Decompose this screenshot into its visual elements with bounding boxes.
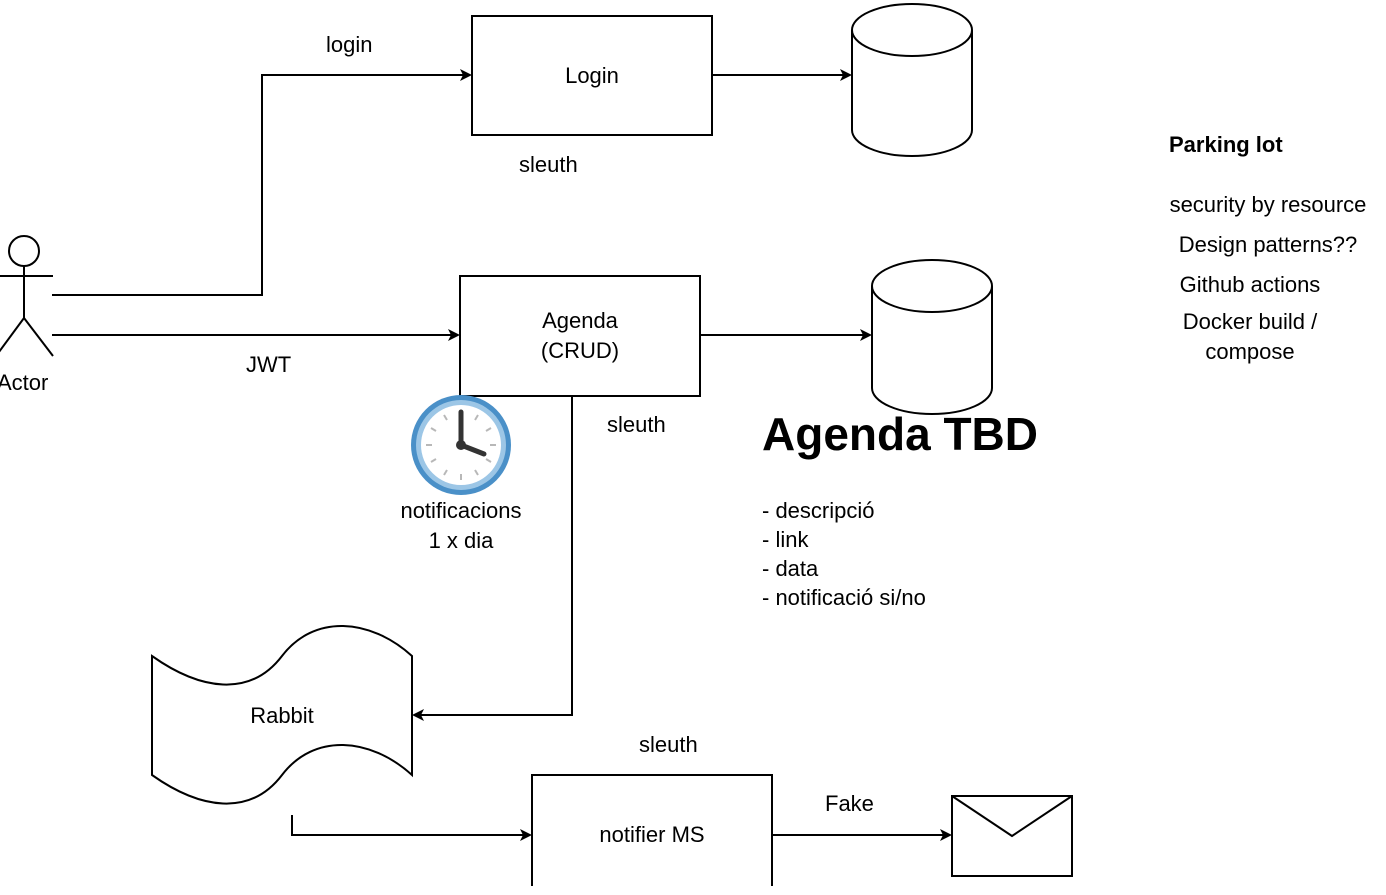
sleuth-label-notifier: sleuth xyxy=(639,732,698,757)
rabbit-text: Rabbit xyxy=(250,702,314,728)
notifier-box xyxy=(531,774,773,886)
agenda-box-label: Agenda (CRUD) xyxy=(460,276,700,396)
mail-envelope-icon xyxy=(951,795,1073,877)
edge-actor-login xyxy=(52,69,472,296)
edge-label-login: login xyxy=(326,32,373,57)
agenda-tbd-title: Agenda TBD xyxy=(762,408,1038,460)
rabbit-queue-shape xyxy=(151,625,413,805)
actor-label: Actor xyxy=(0,370,49,395)
parking-lot-item: Github actions xyxy=(1179,272,1321,297)
edge-agenda-rabbit xyxy=(412,396,573,721)
clock-caption-line2: 1 x dia xyxy=(428,528,494,553)
notifier-box-text: notifier MS xyxy=(599,822,705,847)
agenda-tbd-field: - descripció xyxy=(762,498,875,523)
agenda-tbd-fields: - descripció - link - data - notificació… xyxy=(762,496,926,612)
sleuth-label-agenda: sleuth xyxy=(607,412,666,437)
agenda-box-title: Agenda xyxy=(542,308,618,333)
parking-lot-item: Docker build / xyxy=(1182,309,1318,334)
rabbit-label: Rabbit xyxy=(152,656,412,775)
edge-rabbit-notifier xyxy=(291,815,532,841)
agenda-database xyxy=(871,259,993,415)
notifier-box-label: notifier MS xyxy=(532,775,772,895)
edge-label-fake: Fake xyxy=(825,791,874,816)
agenda-box xyxy=(459,275,701,397)
agenda-box-subtitle: (CRUD) xyxy=(540,338,620,363)
login-box-text: Login xyxy=(565,62,619,88)
agenda-tbd-field: - data xyxy=(762,556,819,581)
parking-lot-title: Parking lot xyxy=(1169,132,1283,157)
agenda-tbd-field: - link xyxy=(762,527,809,552)
edge-label-jwt: JWT xyxy=(246,352,292,377)
login-box-label: Login xyxy=(472,16,712,135)
clock-caption-line1: notificacions xyxy=(400,498,522,523)
sleuth-label-login: sleuth xyxy=(519,152,578,177)
login-database xyxy=(851,3,973,157)
parking-lot-item: compose xyxy=(1205,339,1295,364)
actor-figure xyxy=(0,235,54,357)
clock-caption: notificacions 1 x dia xyxy=(380,496,542,556)
agenda-tbd-field: - notificació si/no xyxy=(762,585,926,610)
parking-lot-item: security by resource xyxy=(1169,192,1367,217)
login-box xyxy=(471,15,713,136)
clock-icon xyxy=(411,395,511,495)
parking-lot-item: Design patterns?? xyxy=(1178,232,1358,257)
